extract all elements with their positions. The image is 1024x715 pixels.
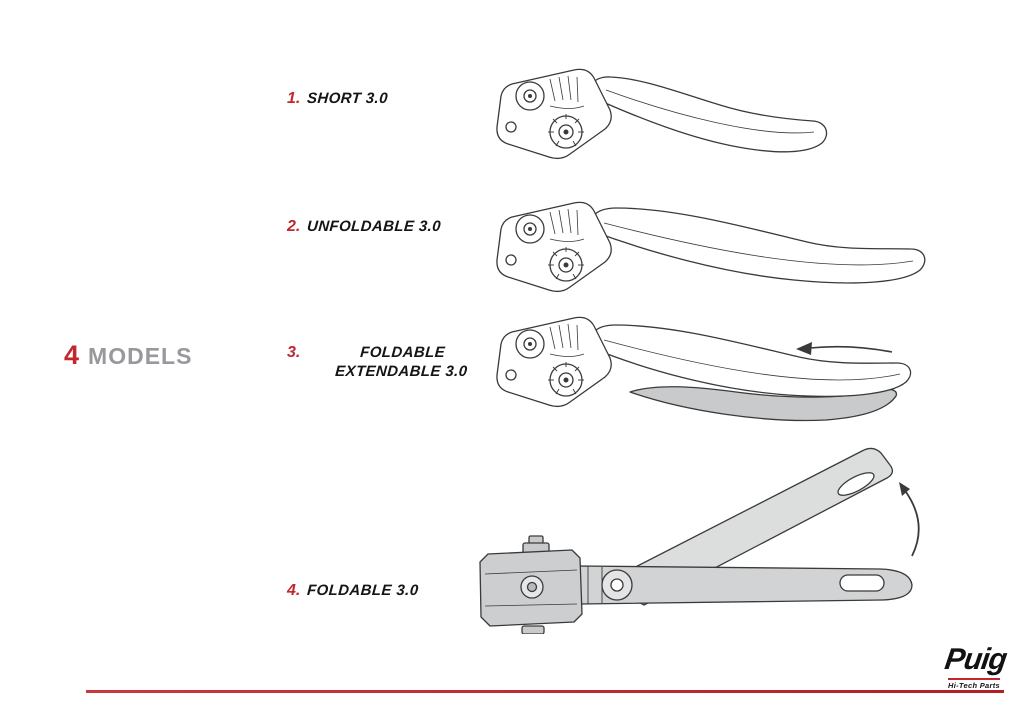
models-heading: 4 MODELS bbox=[64, 340, 192, 371]
extendable-slider-part bbox=[629, 386, 898, 422]
model-number: 4. bbox=[287, 582, 301, 599]
models-count: 4 bbox=[64, 340, 80, 370]
model-number: 1. bbox=[287, 90, 301, 107]
unfoldable-lever-drawing bbox=[496, 201, 926, 293]
puig-tagline-text: Hi-Tech Parts bbox=[948, 678, 1000, 690]
extend-direction-arrow bbox=[796, 342, 893, 355]
fold-direction-arrow bbox=[899, 482, 920, 557]
model-label-foldable: 4. FOLDABLE 3.0 bbox=[287, 581, 419, 601]
model-name: UNFOLDABLE 3.0 bbox=[306, 218, 442, 235]
foldable-lever-drawing bbox=[479, 447, 920, 634]
model-name: SHORT 3.0 bbox=[306, 90, 389, 107]
short-lever-drawing bbox=[496, 68, 828, 160]
model-name: FOLDABLE EXTENDABLE 3.0 bbox=[334, 344, 469, 380]
model-label-foldable-extendable: 3. FOLDABLE EXTENDABLE 3.0 bbox=[287, 343, 497, 382]
lever-body bbox=[579, 565, 913, 605]
puig-brand-text: Puig bbox=[942, 643, 1009, 676]
models-heading-label: MODELS bbox=[88, 343, 193, 369]
footer-rule bbox=[86, 690, 1004, 693]
puig-logo: Puig Hi-Tech Parts bbox=[920, 643, 1009, 693]
model-label-unfoldable: 2. UNFOLDABLE 3.0 bbox=[287, 217, 442, 237]
model-number: 2. bbox=[287, 218, 301, 235]
foldable-extendable-lever-drawing bbox=[496, 316, 912, 422]
model-number: 3. bbox=[287, 344, 301, 361]
model-label-short: 1. SHORT 3.0 bbox=[287, 89, 389, 109]
model-name: FOLDABLE 3.0 bbox=[306, 582, 420, 599]
